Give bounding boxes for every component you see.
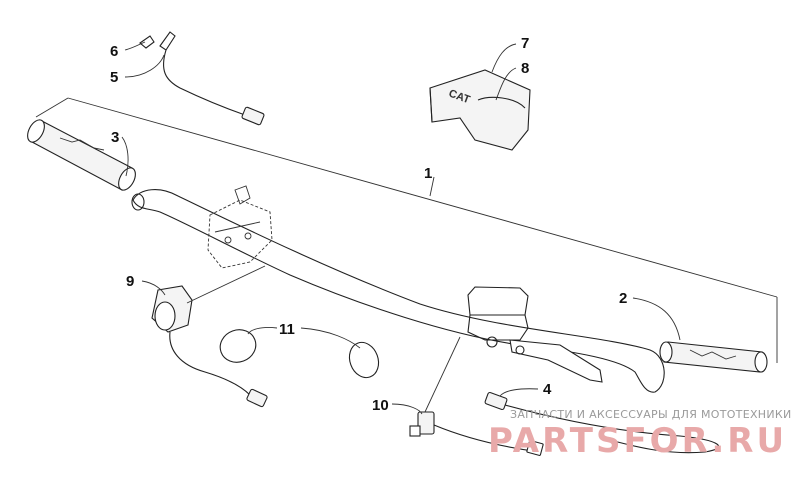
callout-3: 3 (111, 129, 119, 146)
callout-9: 9 (126, 273, 134, 290)
callout-5: 5 (110, 69, 118, 86)
leader-lines (121, 41, 681, 415)
hand-warmer-element (139, 31, 265, 126)
switch-connector (409, 411, 544, 456)
watermark: ЗАПЧАСТИ И АКСЕССУАРЫ ДЛЯ МОТОТЕХНИКИ PA… (488, 408, 792, 461)
callout-2: 2 (619, 290, 627, 307)
clamp-rings (219, 329, 380, 379)
callout-7: 7 (521, 35, 529, 52)
assembly-bracket (35, 97, 778, 363)
callout-1: 1 (424, 165, 432, 182)
handlebar-tube (131, 189, 665, 393)
throttle-switch (151, 285, 268, 408)
watermark-brand: PARTSFOR.RU (488, 421, 787, 461)
grip-heater-connector (484, 391, 720, 454)
throttle-pad: CAT (429, 69, 531, 151)
right-grip (659, 341, 768, 373)
callout-labels: 1 2 3 4 5 6 7 8 9 10 11 (110, 35, 627, 414)
callout-10: 10 (372, 397, 389, 414)
brake-master-cylinder (467, 286, 603, 383)
callout-8: 8 (521, 60, 529, 77)
callout-6: 6 (110, 43, 118, 60)
callout-4: 4 (543, 381, 552, 398)
left-grip (27, 119, 136, 191)
watermark-tagline: ЗАПЧАСТИ И АКСЕССУАРЫ ДЛЯ МОТОТЕХНИКИ (510, 408, 792, 421)
callout-11: 11 (279, 321, 295, 338)
left-switch-housing (207, 185, 273, 269)
